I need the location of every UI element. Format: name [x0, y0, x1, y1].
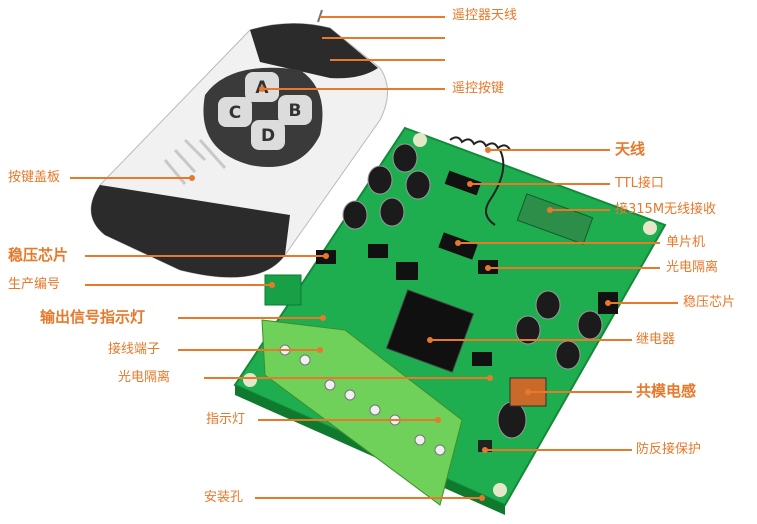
remote-key-c-label: C — [229, 103, 241, 123]
label-terminal: 接线端子 — [108, 342, 161, 357]
inductor-small — [396, 262, 418, 280]
capacitors — [342, 143, 603, 439]
label-ttl-port: TTL接口 — [615, 176, 664, 191]
opto-left-chip — [472, 352, 492, 366]
remote-grip-lines — [163, 138, 227, 185]
mounting-hole-left — [243, 373, 257, 387]
remote-bottom-cap — [91, 185, 290, 278]
terminal-blocks — [261, 319, 463, 506]
label-remote-button: 遥控按键 — [452, 81, 505, 96]
label-receiver: 接315M无线接收 — [615, 202, 717, 217]
leader-lines — [70, 16, 678, 499]
terminal-block-body — [261, 319, 463, 506]
serial-number-area — [264, 274, 302, 306]
remote-key-c: C — [218, 97, 252, 127]
ic-small-1 — [368, 244, 388, 258]
antenna-coil — [449, 136, 511, 226]
remote-key-d: D — [251, 120, 285, 150]
remote-key-b: B — [278, 95, 312, 125]
label-serial-number: 生产编号 — [8, 277, 61, 292]
label-remote-antenna: 遥控器天线 — [452, 8, 518, 23]
remote-control: A B C D — [90, 9, 388, 278]
ttl-header — [444, 170, 482, 196]
label-regulator-right: 稳压芯片 — [683, 295, 736, 310]
label-opto-right: 光电隔离 — [666, 260, 719, 275]
label-mounting-hole: 安装孔 — [204, 490, 244, 505]
mounting-hole-right — [643, 221, 657, 235]
leader-dots — [189, 86, 611, 501]
receiver-module — [516, 193, 594, 245]
label-indicator: 指示灯 — [206, 412, 246, 427]
mounting-hole-top — [413, 133, 427, 147]
label-relay: 继电器 — [636, 332, 676, 347]
label-reverse-protection: 防反接保护 — [636, 442, 702, 457]
remote-key-b-label: B — [289, 101, 302, 121]
label-mcu: 单片机 — [666, 235, 706, 250]
remote-key-d-label: D — [261, 126, 275, 146]
label-common-mode-inductor: 共模电感 — [636, 382, 697, 400]
label-output-indicator: 输出信号指示灯 — [40, 308, 146, 326]
label-opto-left: 光电隔离 — [118, 370, 171, 385]
mounting-hole-bottom — [493, 483, 507, 497]
remote-key-pad — [203, 67, 323, 167]
label-button-cover: 按键盖板 — [8, 170, 61, 185]
label-antenna: 天线 — [615, 140, 646, 158]
remote-top-cap — [250, 23, 378, 79]
label-regulator-left: 稳压芯片 — [8, 246, 69, 264]
relay-block — [385, 289, 475, 373]
